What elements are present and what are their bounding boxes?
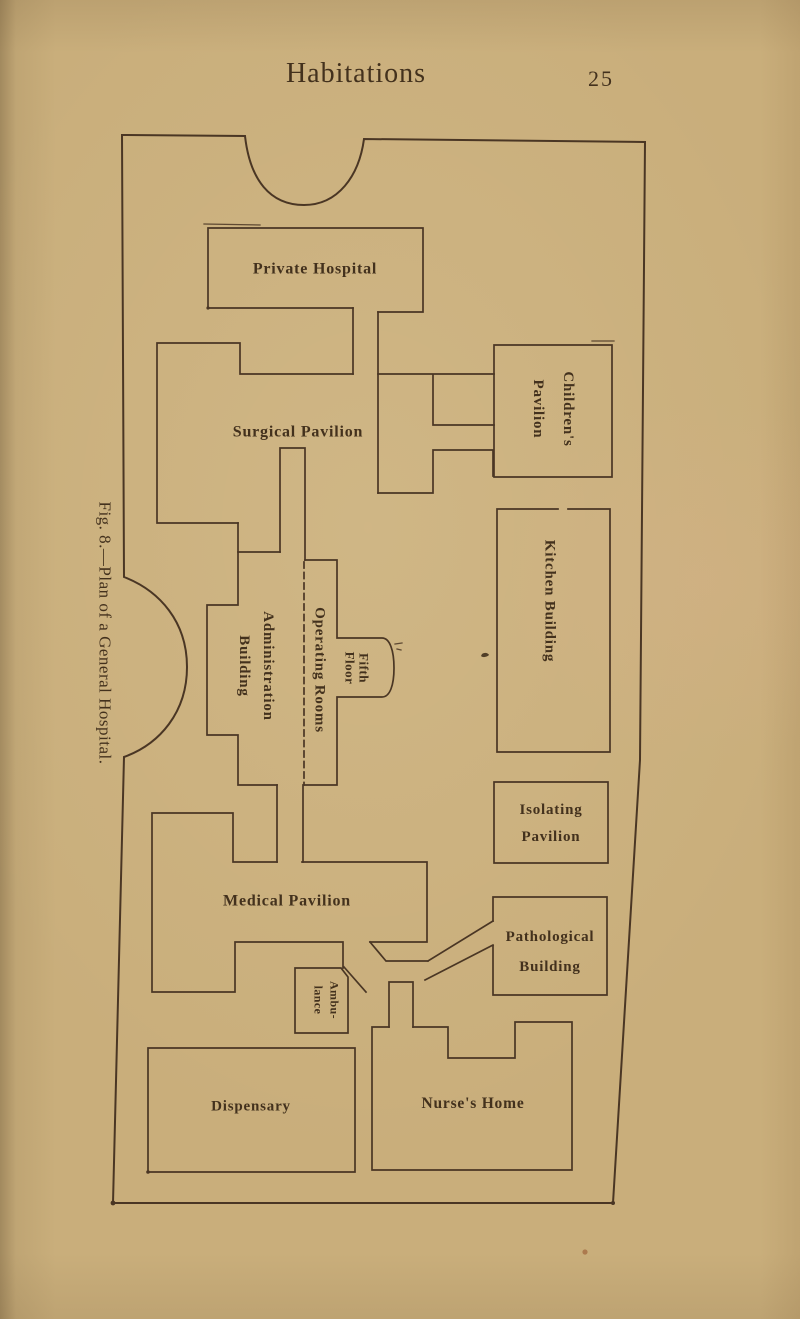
ink-speck: [394, 642, 403, 651]
private-hospital-outline: [207, 227, 424, 313]
rust-speck: [582, 1249, 588, 1255]
label-private-hospital: Private Hospital: [252, 260, 378, 278]
label-ambulance: Ambu- lance: [312, 980, 342, 1020]
operating-rooms-outline: [304, 559, 395, 786]
figure-caption: Fig. 8.—Plan of a General Hospital.: [95, 501, 115, 765]
connector-childrens-pavilion: [377, 373, 495, 494]
corridor-private-hospital: [352, 307, 379, 494]
dispensary-outline: [147, 1047, 356, 1173]
childrens-pavilion-outline: [493, 344, 613, 478]
ink-speck: [481, 652, 489, 658]
label-nurses-home: Nurse's Home: [421, 1095, 525, 1113]
junction-corridors: [368, 919, 495, 1028]
label-pathological-building: Pathological Building: [505, 929, 595, 975]
pen-overshoot: [203, 223, 261, 226]
corridor-surgical-administration: [237, 447, 306, 561]
ambulance-outline: [294, 967, 349, 1034]
site-boundary: [111, 133, 647, 1204]
label-kitchen-building: Kitchen Building: [541, 539, 558, 663]
pathological-building-outline: [492, 896, 608, 996]
surgical-pavilion-outline: [156, 342, 354, 524]
label-medical-pavilion: Medical Pavilion: [223, 892, 351, 910]
ink-dot: [206, 306, 210, 310]
label-administration-building: Administration Building: [236, 611, 276, 721]
page-number: 25: [588, 66, 614, 92]
label-dispensary: Dispensary: [211, 1098, 291, 1115]
ink-dot: [110, 1200, 116, 1206]
label-isolating-pavilion: Isolating Pavilion: [519, 802, 583, 845]
isolating-pavilion-outline: [493, 781, 609, 864]
label-fifth-floor: Fifth Floor: [342, 651, 372, 685]
page-header-title: Habitations: [285, 57, 427, 89]
corridor-administration-medical: [276, 784, 304, 863]
ink-dot: [611, 1201, 615, 1205]
plan-linework: [110, 133, 647, 1255]
ambulance-drive-line: [342, 965, 368, 994]
nurses-home-outline: [371, 1021, 573, 1171]
administration-building-outline: [206, 551, 281, 786]
label-surgical-pavilion: Surgical Pavilion: [232, 423, 364, 441]
kitchen-building-outline: [496, 508, 611, 753]
medical-pavilion-outline: [151, 812, 428, 993]
label-operating-rooms: Operating Rooms: [311, 607, 328, 733]
label-childrens-pavilion: Children's Pavilion: [530, 371, 576, 447]
ink-dot: [146, 1170, 150, 1174]
